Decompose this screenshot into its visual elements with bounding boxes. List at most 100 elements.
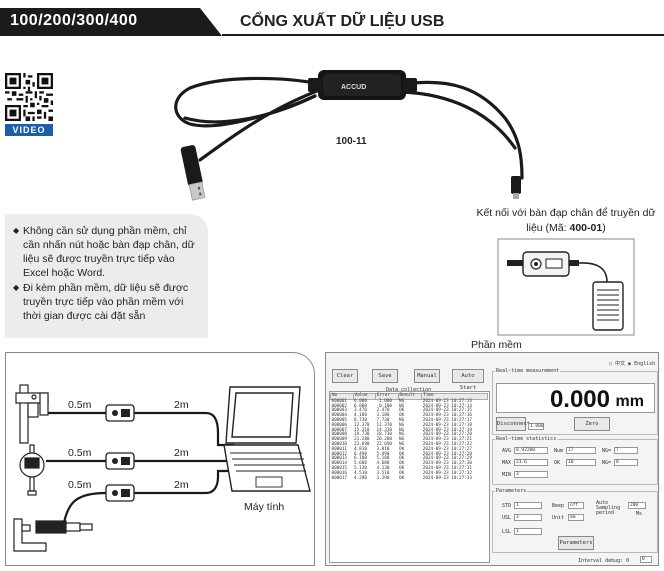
max-field: 23.6 <box>514 459 548 466</box>
usl-field[interactable]: 3 <box>514 514 542 521</box>
table-cell: 4.810 <box>354 446 367 452</box>
table-cell: NG <box>399 437 405 443</box>
unit-select[interactable]: mm <box>568 514 584 521</box>
table-cell: OK <box>399 451 405 457</box>
adapter-brand-label: ACCUD <box>341 84 366 91</box>
table-cell: 2024-09-23 10:27:20 <box>422 432 472 438</box>
auto-sampling-field[interactable]: 200 <box>628 502 646 509</box>
table-cell: 000003 <box>331 408 348 414</box>
feature-text: Không cần sử dụng phần mềm, chỉ cần nhấn… <box>23 225 195 279</box>
lsl-field[interactable]: 1 <box>514 528 542 535</box>
table-cell: 3.470 <box>354 408 367 414</box>
manual-button[interactable]: Manual <box>414 369 440 383</box>
laptop-icon <box>223 386 311 492</box>
cable-length-right: 2m <box>174 399 189 411</box>
status-field: 0 <box>640 556 652 563</box>
micrometer-icon <box>13 518 93 552</box>
ng2-label: NG= <box>602 460 612 466</box>
table-cell: 5.490 <box>376 451 390 457</box>
table-cell: 000017 <box>331 475 348 481</box>
save-button[interactable]: Save <box>372 369 398 383</box>
std-field[interactable]: 1 <box>514 502 542 509</box>
table-cell: 2024-09-23 10:27:15 <box>422 408 472 414</box>
table-cell: 000005 <box>331 417 348 423</box>
footswitch-caption: Kết nối với bàn đạp chân để truyền dữ li… <box>468 206 664 236</box>
table-cell: 3.510 <box>376 470 390 476</box>
parameters-button[interactable]: Parameters <box>558 536 594 550</box>
footswitch-caption-suffix: ) <box>602 222 606 234</box>
table-cell: 000006 <box>331 422 348 428</box>
table-cell: 000007 <box>331 427 348 433</box>
table-cell: 3.290 <box>376 475 390 481</box>
table-cell: 000012 <box>331 451 348 457</box>
table-cell: 000016 <box>331 470 348 476</box>
footswitch-diagram <box>497 238 635 336</box>
table-cell: 000004 <box>331 413 348 419</box>
table-cell: 000014 <box>331 461 348 467</box>
dial-indicator-icon <box>19 444 45 496</box>
video-badge[interactable]: VIDEO <box>5 124 53 136</box>
table-cell: 2024-09-23 10:27:31 <box>422 465 472 471</box>
clear-button[interactable]: Clear <box>332 369 358 383</box>
table-cell: 000010 <box>331 441 348 447</box>
cable-length-right: 2m <box>174 479 189 491</box>
mini-connector <box>511 176 521 199</box>
feature-item: ◆ Đi kèm phần mềm, dữ liệu sẽ được truyề… <box>13 281 200 323</box>
model-numbers: 100/200/300/400 <box>10 12 138 29</box>
table-cell: OK <box>399 408 405 414</box>
data-collection-panel[interactable] <box>329 391 490 563</box>
stats-group: Real-time statistics <box>492 436 658 485</box>
table-cell: 2024-09-23 10:27:30 <box>422 461 472 467</box>
connection-diagram: 0.5m 2m 0.5m 2m 0.5m 2m Máy tính <box>5 352 315 566</box>
table-cell: 15.310 <box>354 427 370 433</box>
usb-cable-illustration: ACCUD <box>174 70 524 201</box>
lang-english[interactable]: English <box>634 361 656 367</box>
table-cell: OK <box>399 475 405 481</box>
model-tab <box>0 8 222 36</box>
auto-start-button[interactable]: Auto Start <box>452 369 484 391</box>
stats-title: Real-time statistics <box>495 436 558 442</box>
table-cell: 2024-09-23 10:27:13 <box>422 398 472 404</box>
table-cell: NG <box>399 422 405 428</box>
table-cell: 3.810 <box>376 446 390 452</box>
adapter-module <box>105 404 135 502</box>
table-cell: 6.880 <box>354 403 367 409</box>
feature-text: Đi kèm phần mềm, dữ liệu sẽ được truyền … <box>23 282 189 322</box>
title-underline <box>222 34 664 36</box>
table-cell: 19.730 <box>354 432 370 438</box>
foot-pedal <box>592 281 624 331</box>
zero-button[interactable]: Zero <box>574 417 610 431</box>
table-cell: 4.510 <box>354 470 367 476</box>
table-cell: 2024-09-23 10:27:32 <box>422 470 472 476</box>
language-toggle[interactable]: ○ 中文 ◉ English <box>609 361 656 367</box>
table-cell: 12.370 <box>354 422 370 428</box>
beep-select[interactable]: off <box>568 502 584 509</box>
avg-field: 8.92200 <box>514 447 548 454</box>
table-cell: 2024-09-23 10:27:22 <box>422 441 472 447</box>
table-cell: NG <box>399 417 405 423</box>
table-cell: 000002 <box>331 403 348 409</box>
lang-chinese[interactable]: 中文 <box>615 361 626 367</box>
qr-code-icon[interactable] <box>5 73 53 121</box>
table-cell: NG <box>399 398 405 404</box>
avg-label: AVG <box>502 448 512 454</box>
disconnect-button[interactable]: Disconnect <box>496 417 530 431</box>
